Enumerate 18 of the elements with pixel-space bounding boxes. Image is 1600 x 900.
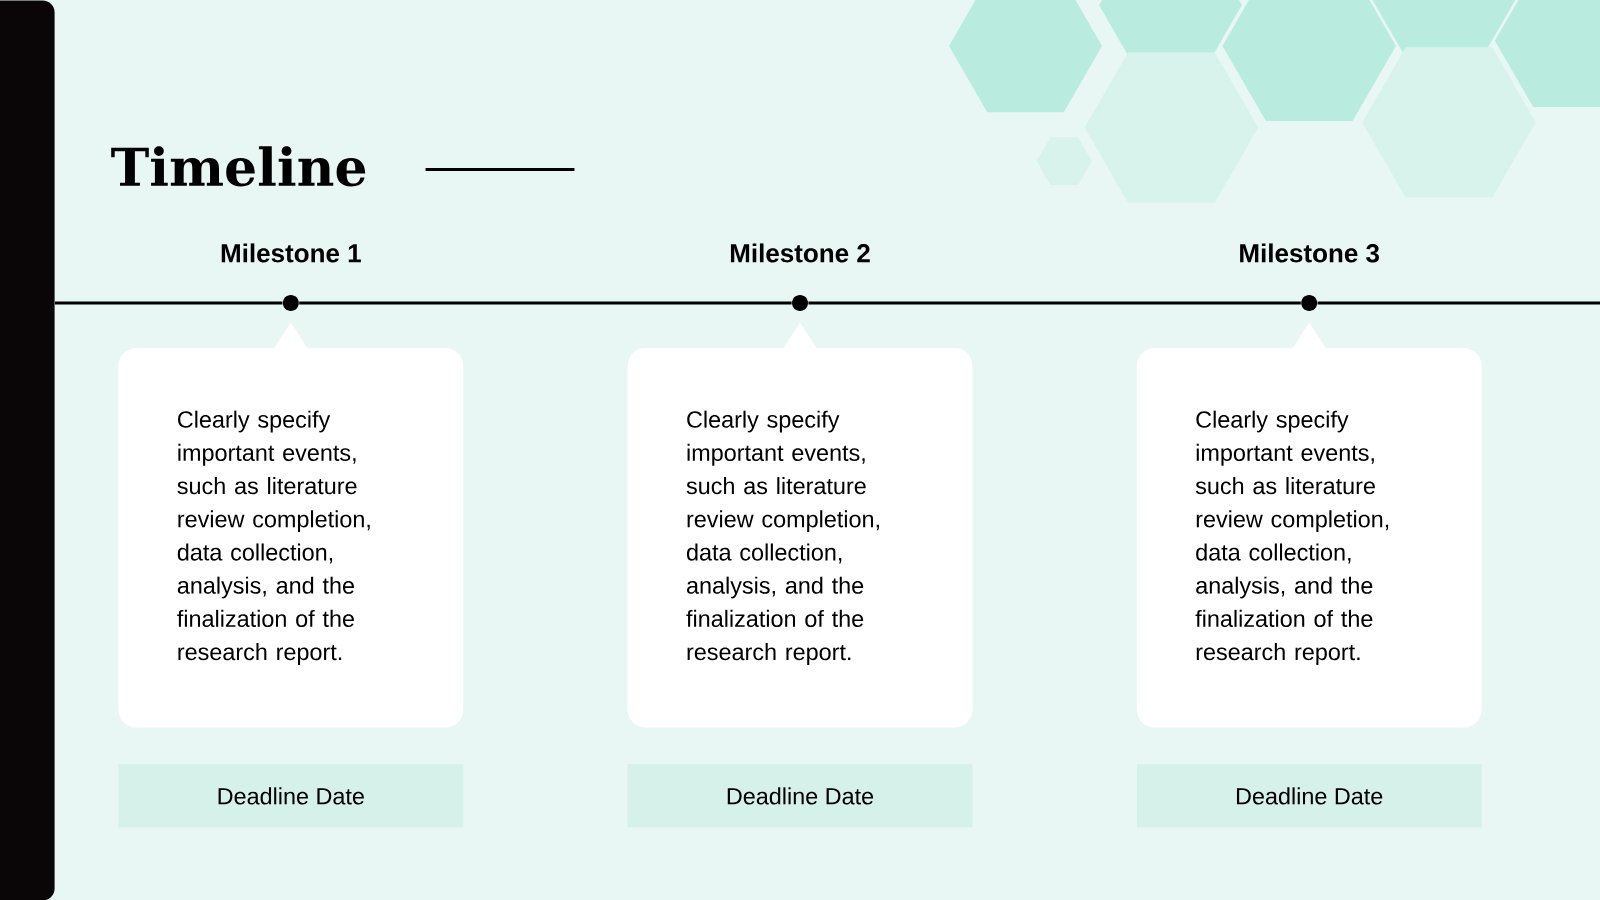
milestone-heading: Milestone 3 xyxy=(1240,243,1380,263)
deadline-box: Deadline Date xyxy=(1136,764,1482,828)
timeline-line xyxy=(55,301,283,305)
timeline-line xyxy=(808,301,1301,305)
callout-card: Clearly specify important events, such as literature review completion, data collection, analysis, and the finalization of the research report. xyxy=(627,322,973,728)
timeline-line xyxy=(299,301,792,305)
deadline-box: Deadline Date xyxy=(627,764,973,828)
milestone-heading: Milestone 2 xyxy=(730,243,870,263)
title: Timeline xyxy=(111,146,366,187)
milestone-heading: Milestone 1 xyxy=(221,243,361,263)
timeline-dot xyxy=(282,295,299,312)
timeline-line xyxy=(1317,301,1600,305)
timeline-dot xyxy=(1301,295,1318,312)
callout-card: Clearly specify important events, such as literature review completion, data collection, analysis, and the finalization of the research report. xyxy=(1136,322,1482,728)
callout-card: Clearly specify important events, such as literature review completion, data collection, analysis, and the finalization of the research report. xyxy=(118,322,464,728)
deadline-box: Deadline Date xyxy=(118,764,464,828)
side-bar xyxy=(0,0,55,900)
timeline-dot xyxy=(792,295,808,312)
